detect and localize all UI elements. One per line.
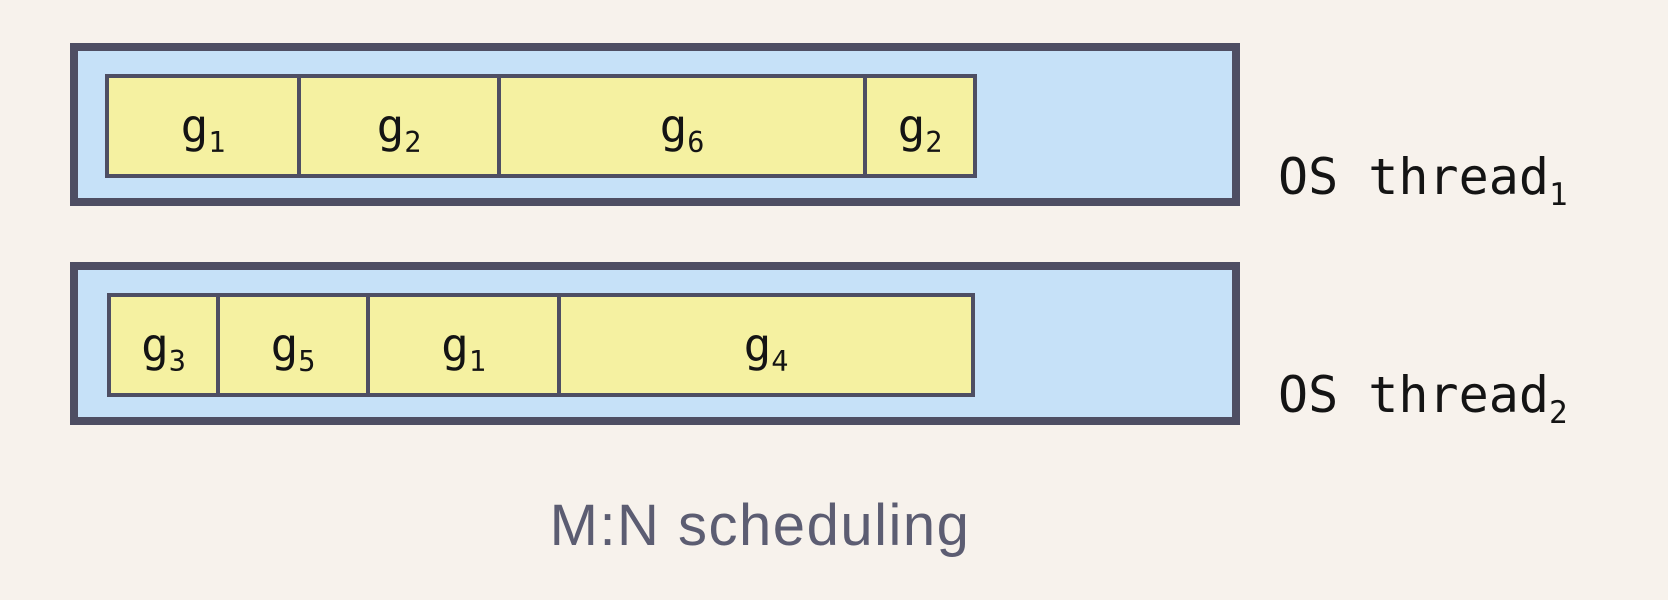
goroutine-label: g1 [441,318,486,379]
goroutine-box-g4: g4 [557,293,975,397]
goroutine-box-g2: g2 [863,74,977,178]
os-thread-1-box: g1 g2 g6 g2 [70,43,1240,206]
diagram-caption: M:N scheduling [549,493,971,558]
goroutine-box-g2: g2 [297,74,501,178]
goroutine-box-g3: g3 [107,293,220,397]
goroutine-label: g4 [743,318,789,379]
os-thread-2-label: OS thread2 [1278,366,1568,429]
goroutine-label: g6 [659,99,705,160]
goroutine-label: g1 [180,99,226,160]
goroutine-box-g5: g5 [216,293,370,397]
goroutine-strip-thread-2: g3 g5 g1 g4 [107,293,975,397]
os-thread-1-label: OS thread1 [1278,148,1568,211]
os-thread-1-label-text: OS thread [1278,148,1549,206]
os-thread-2-label-subscript: 2 [1548,395,1568,431]
os-thread-1-label-subscript: 1 [1548,177,1568,213]
goroutine-label: g3 [141,318,186,379]
os-thread-2-box: g3 g5 g1 g4 [70,262,1240,425]
goroutine-box-g1: g1 [366,293,561,397]
os-thread-2-label-text: OS thread [1278,366,1549,424]
goroutine-box-g1: g1 [105,74,301,178]
goroutine-label: g5 [270,318,316,379]
goroutine-label: g2 [376,99,422,160]
goroutine-label: g2 [897,99,943,160]
goroutine-box-g6: g6 [497,74,867,178]
goroutine-strip-thread-1: g1 g2 g6 g2 [105,74,977,178]
